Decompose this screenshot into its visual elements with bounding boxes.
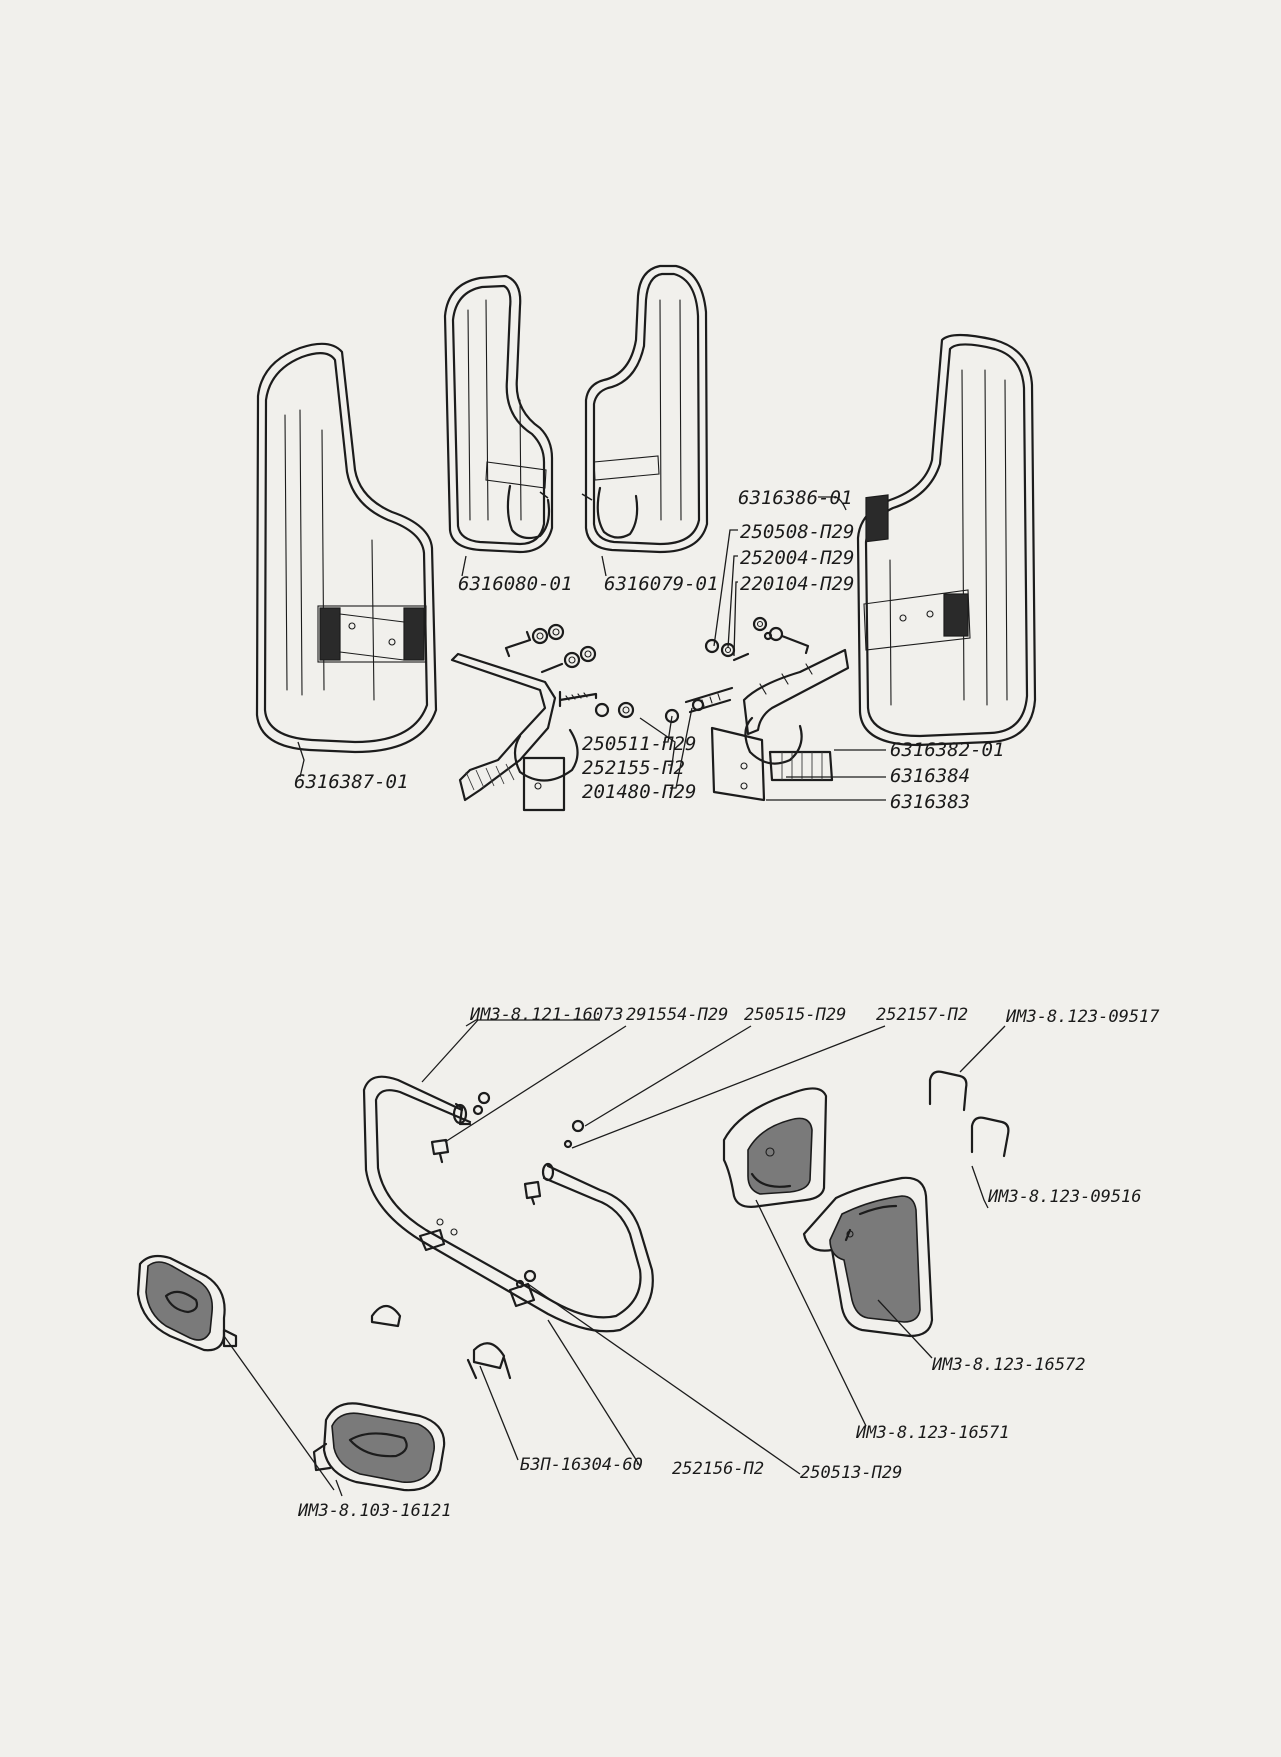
label-imz-8-123-16571: ИМЗ-8.123-16571 xyxy=(855,1423,1010,1443)
fasteners-top xyxy=(504,616,810,724)
shield-center-left xyxy=(443,274,554,554)
label-250508-p29: 250508-П29 xyxy=(740,521,854,543)
label-6316387-01: 6316387-01 xyxy=(294,771,408,793)
label-220104-p29: 220104-П29 xyxy=(740,573,854,595)
label-imz-8-121-16073: ИМЗ-8.121-16073 xyxy=(469,1005,624,1025)
guard-plate-front xyxy=(722,1087,828,1208)
label-imz-8-123-09516: ИМЗ-8.123-09516 xyxy=(987,1187,1142,1207)
label-250515-p29: 250515-П29 xyxy=(744,1005,846,1025)
labels-top: 6316387-01 6316080-01 6316079-01 6316386… xyxy=(294,487,1004,813)
crash-bar xyxy=(362,1075,654,1333)
label-250511-p29: 250511-П29 xyxy=(582,733,696,755)
label-252155-p2: 252155-П2 xyxy=(582,757,685,779)
u-bolt-lower xyxy=(970,1116,1010,1158)
label-252004-p29: 252004-П29 xyxy=(740,547,854,569)
label-291554-p29: 291554-П29 xyxy=(626,1005,728,1025)
label-201480-p29: 201480-П29 xyxy=(582,781,696,803)
leaders-bottom xyxy=(223,1019,1006,1497)
label-6316384: 6316384 xyxy=(890,765,970,787)
bottom-assembly: ИМЗ-8.121-16073 291554-П29 250515-П29 25… xyxy=(136,1005,1160,1521)
label-252156-p2: 252156-П2 xyxy=(672,1459,764,1479)
label-6316079-01: 6316079-01 xyxy=(604,573,718,595)
guard-plate-rear xyxy=(802,1176,934,1338)
label-imz-8-123-09517: ИМЗ-8.123-09517 xyxy=(1005,1007,1160,1027)
label-imz-8-123-16572: ИМЗ-8.123-16572 xyxy=(931,1355,1086,1375)
label-6316386-01: 6316386-01 xyxy=(738,487,852,509)
bracket-left xyxy=(450,652,579,812)
label-6316382-01: 6316382-01 xyxy=(890,739,1004,761)
label-6316080-01: 6316080-01 xyxy=(458,573,572,595)
label-6316383: 6316383 xyxy=(890,791,970,813)
u-bolt-upper xyxy=(928,1070,968,1112)
label-bzp-16304-60: БЗП-16304-60 xyxy=(520,1455,643,1475)
u-clamps-small xyxy=(370,1304,512,1380)
fasteners-bottom xyxy=(430,1091,585,1289)
bracket-right xyxy=(710,648,850,802)
labels-bottom: ИМЗ-8.121-16073 291554-П29 250515-П29 25… xyxy=(297,1005,1160,1521)
footrest-lower xyxy=(312,1402,446,1492)
shield-left-outer xyxy=(255,342,438,754)
top-assembly: 6316387-01 6316080-01 6316079-01 6316386… xyxy=(255,264,1037,813)
shield-center-right xyxy=(581,264,709,554)
footrest-upper xyxy=(136,1254,238,1352)
label-252157-p2: 252157-П2 xyxy=(876,1005,968,1025)
shield-right-outer xyxy=(856,333,1037,747)
label-imz-8-103-16121: ИМЗ-8.103-16121 xyxy=(297,1501,452,1521)
label-250513-p29: 250513-П29 xyxy=(800,1463,902,1483)
leaders-top xyxy=(297,496,886,801)
